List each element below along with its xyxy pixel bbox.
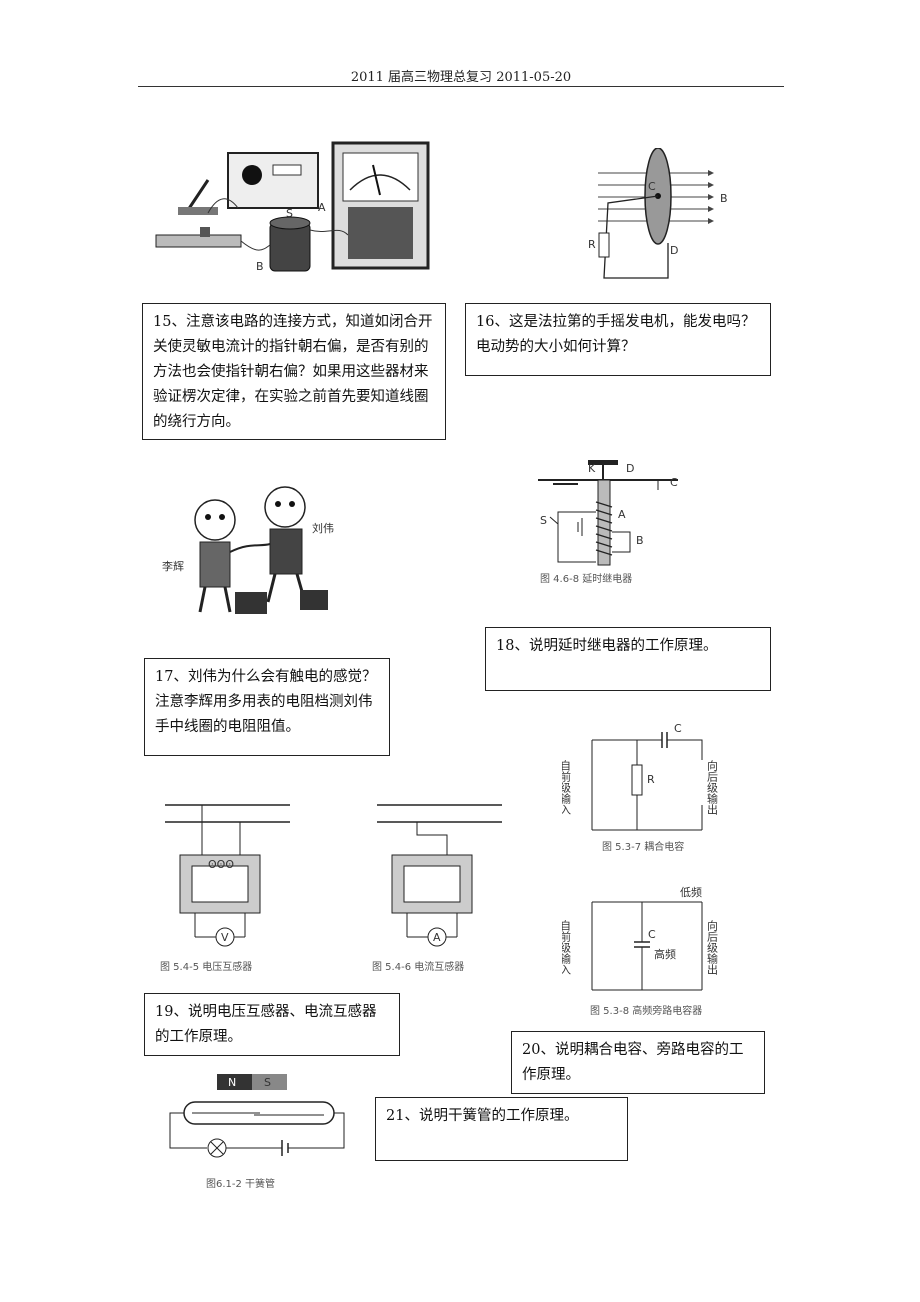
label-d: D bbox=[670, 244, 678, 257]
label-right: 向后级输出 bbox=[706, 759, 719, 815]
question-18: 18、说明延时继电器的工作原理。 bbox=[485, 627, 771, 691]
figure-16-faraday-disc: R C D B bbox=[578, 148, 738, 288]
label-a: A bbox=[318, 201, 326, 214]
label-k: K bbox=[588, 462, 596, 475]
figure-bypass-capacitor: C 低频 高频 自前级输入 向后级输出 图 5.3-8 高频旁路电容器 bbox=[562, 880, 727, 1020]
figure-18-relay: K D C S A B 图 4.6-8 延时继电器 bbox=[518, 452, 703, 592]
question-16: 16、这是法拉第的手摇发电机，能发电吗？电动势的大小如何计算？ bbox=[465, 303, 771, 376]
figure-voltage-transformer: ʘʘʘ V 图 5.4-5 电压互感器 bbox=[160, 800, 300, 980]
caption: 图 5.4-6 电流互感器 bbox=[372, 960, 464, 973]
question-19: 19、说明电压互感器、电流互感器的工作原理。 bbox=[144, 993, 400, 1056]
label-low: 低频 bbox=[680, 885, 702, 899]
label-b: B bbox=[720, 192, 728, 205]
label-s: S bbox=[286, 207, 293, 220]
label-a: A bbox=[618, 508, 626, 521]
meter-a: A bbox=[433, 931, 441, 944]
label-liu-wei: 刘伟 bbox=[312, 522, 334, 535]
label-b: B bbox=[636, 534, 644, 547]
label-n: N bbox=[228, 1076, 236, 1089]
caption: 图6.1-2 干簧管 bbox=[206, 1177, 275, 1190]
label-right: 向后级输出 bbox=[706, 919, 719, 975]
page-header: 2011 届高三物理总复习 2011-05-20 bbox=[350, 70, 572, 85]
caption: 图 5.4-5 电压互感器 bbox=[160, 960, 252, 973]
label-high: 高频 bbox=[654, 947, 676, 961]
question-21: 21、说明干簧管的工作原理。 bbox=[375, 1097, 628, 1161]
caption: 图 5.3-8 高频旁路电容器 bbox=[590, 1004, 702, 1017]
caption: 图 4.6-8 延时继电器 bbox=[540, 572, 632, 585]
question-17: 17、刘伟为什么会有触电的感觉？注意李辉用多用表的电阻档测刘伟手中线圈的电阻阻值… bbox=[144, 658, 390, 756]
label-s: S bbox=[264, 1076, 271, 1089]
coil-top: ʘʘʘ bbox=[208, 858, 234, 871]
header-rule bbox=[138, 86, 784, 87]
meter-v: V bbox=[221, 931, 229, 944]
caption: 图 5.3-7 耦合电容 bbox=[602, 840, 684, 853]
label-b: B bbox=[256, 260, 264, 273]
label-c: C bbox=[670, 476, 678, 489]
label-left: 自前级输入 bbox=[562, 920, 572, 975]
question-15: 15、注意该电路的连接方式，知道如闭合开关使灵敏电流计的指针朝右偏，是否有别的方… bbox=[142, 303, 446, 440]
label-c: C bbox=[648, 180, 656, 193]
label-s: S bbox=[540, 514, 547, 527]
figure-21-reed-switch: N S 图6.1-2 干簧管 bbox=[162, 1070, 352, 1195]
figure-coupling-capacitor: R C 自前级输入 向后级输出 图 5.3-7 耦合电容 bbox=[562, 720, 727, 855]
label-c: C bbox=[648, 928, 656, 941]
label-li-hui: 李辉 bbox=[162, 559, 184, 573]
figure-15-apparatus: S A B bbox=[148, 135, 438, 280]
question-20: 20、说明耦合电容、旁路电容的工作原理。 bbox=[511, 1031, 765, 1094]
label-d: D bbox=[626, 462, 634, 475]
figure-current-transformer: A 图 5.4-6 电流互感器 bbox=[372, 800, 512, 980]
figure-17-cartoon: 李辉 刘伟 bbox=[160, 472, 360, 622]
label-c: C bbox=[674, 722, 682, 735]
label-r: R bbox=[588, 238, 596, 251]
label-left: 自前级输入 bbox=[562, 760, 572, 815]
label-r: R bbox=[647, 773, 655, 786]
